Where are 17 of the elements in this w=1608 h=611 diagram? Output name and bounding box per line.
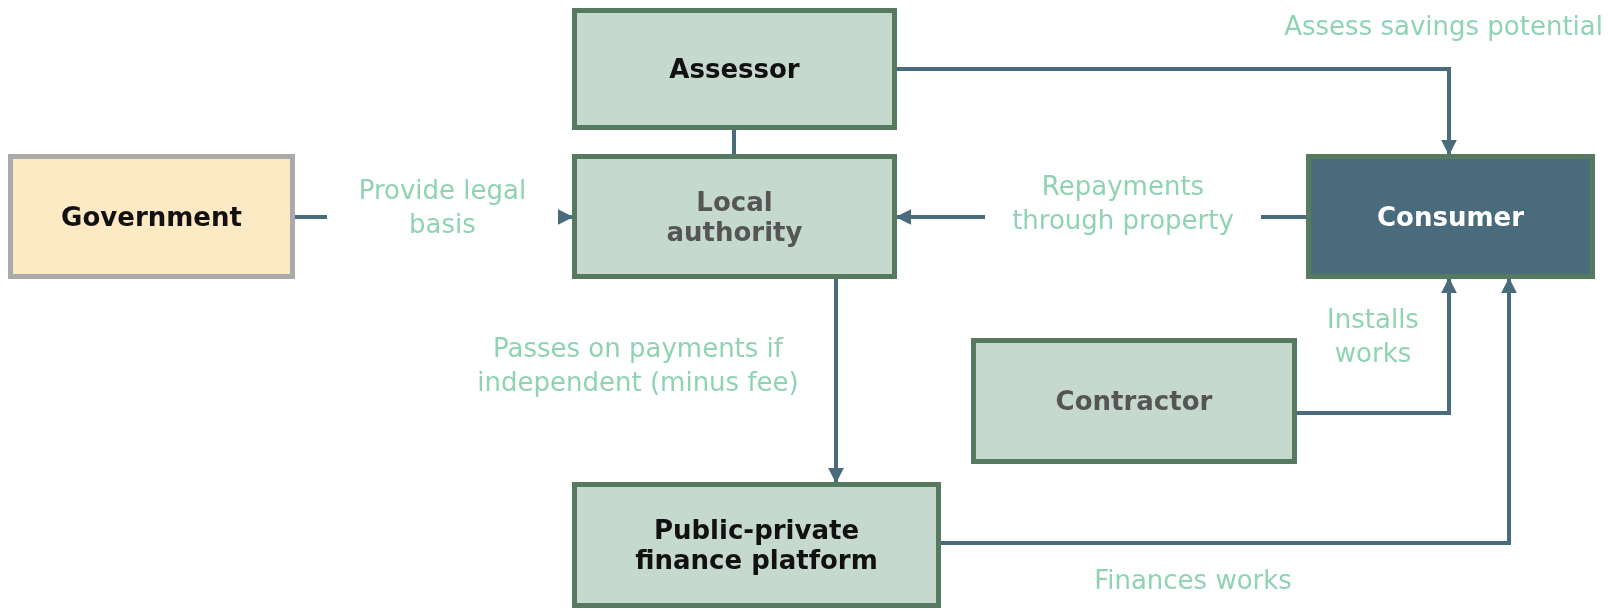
node-label: Government: [60, 200, 243, 234]
node-label: Public-private finance platform: [634, 514, 879, 577]
process-box: [572, 482, 941, 608]
process-box: [572, 8, 897, 130]
node-label: Contractor: [1054, 385, 1214, 418]
connector-line: [732, 130, 736, 154]
arrow: [1297, 277, 1457, 415]
arrow: [828, 279, 844, 484]
process-box: [572, 154, 897, 279]
arrow: [897, 67, 1457, 156]
node-label: Assessor: [668, 53, 801, 86]
node-label: Consumer: [1376, 200, 1525, 234]
node-label: Local authority: [665, 185, 804, 249]
process-box: [971, 338, 1297, 464]
process-box: [1306, 154, 1595, 279]
process-box: [8, 154, 295, 279]
arrow: [941, 277, 1517, 545]
